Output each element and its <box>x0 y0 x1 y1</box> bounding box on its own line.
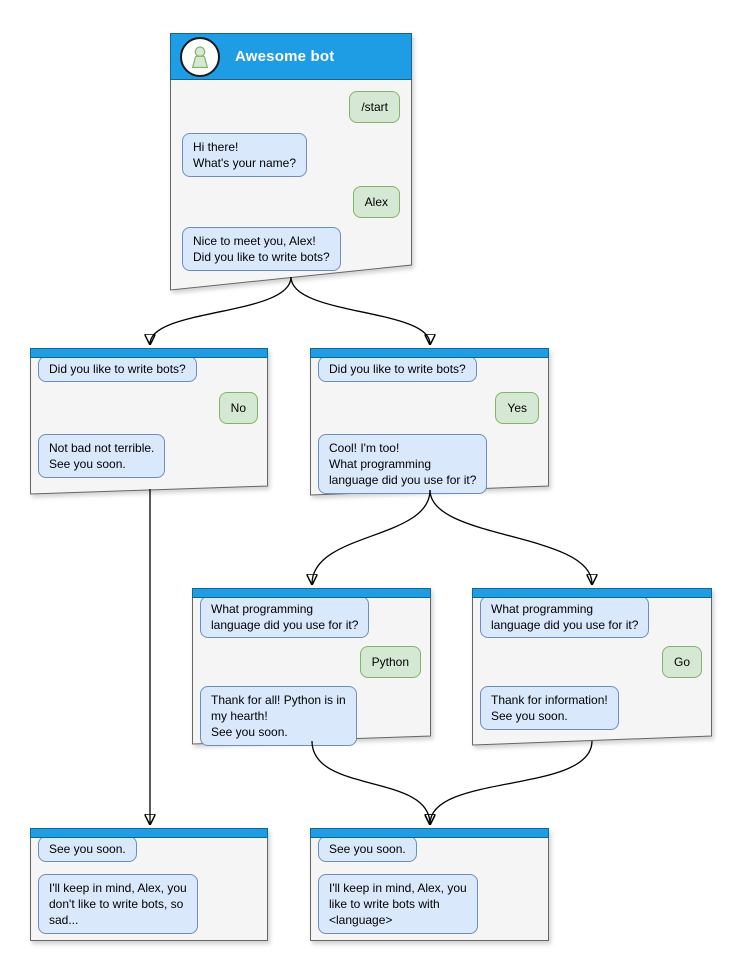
message-list: Did you like to write bots? No Not bad n… <box>30 356 268 478</box>
window-titlebar <box>310 348 549 358</box>
message-question: What programming language did you use fo… <box>200 596 370 638</box>
window-titlebar: Awesome bot <box>170 33 412 80</box>
avatar <box>180 36 220 77</box>
window-titlebar <box>192 588 431 598</box>
arrow-python-to-end <box>311 740 430 824</box>
message-see-you-soon: See you soon. <box>318 836 417 862</box>
message-cool: Cool! I'm too! What programming language… <box>318 434 488 494</box>
chat-window-branch-no: Did you like to write bots? No Not bad n… <box>30 348 268 495</box>
message-list: /start Hi there! What's your name? Alex … <box>170 80 412 271</box>
arrow-yes-to-python <box>312 489 431 584</box>
message-thanks-go: Thank for information! See you soon. <box>480 686 619 730</box>
message-not-bad: Not bad not terrible. See you soon. <box>38 434 166 478</box>
message-list: What programming language did you use fo… <box>192 596 431 746</box>
message-list: Did you like to write bots? Yes Cool! I'… <box>310 356 549 494</box>
message-greeting: Hi there! What's your name? <box>182 133 308 177</box>
message-start-command: /start <box>349 91 400 123</box>
message-keep-in-mind-yes: I'll keep in mind, Alex, you like to wri… <box>318 874 478 934</box>
window-titlebar <box>30 828 268 838</box>
message-name-reply: Alex <box>352 186 400 218</box>
message-list: See you soon. I'll keep in mind, Alex, y… <box>310 836 549 934</box>
chat-window-end-no: See you soon. I'll keep in mind, Alex, y… <box>30 828 268 941</box>
message-keep-in-mind-no: I'll keep in mind, Alex, you don't like … <box>38 874 198 934</box>
window-title: Awesome bot <box>235 48 335 65</box>
message-question: Did you like to write bots? <box>318 356 477 382</box>
window-titlebar <box>30 348 268 358</box>
person-icon <box>192 45 208 68</box>
message-list: See you soon. I'll keep in mind, Alex, y… <box>30 836 268 934</box>
message-thanks-python: Thank for all! Python is in my hearth! S… <box>200 686 357 746</box>
chat-window-branch-yes: Did you like to write bots? Yes Cool! I'… <box>310 348 549 496</box>
arrow-yes-to-go <box>429 489 592 584</box>
message-answer-python: Python <box>359 646 421 678</box>
chat-window-end-yes: See you soon. I'll keep in mind, Alex, y… <box>310 828 549 941</box>
chat-window-main: Awesome bot /start Hi there! What's your… <box>170 33 412 291</box>
message-answer-no: No <box>218 392 258 424</box>
chat-window-python: What programming language did you use fo… <box>192 588 431 746</box>
message-answer-go: Go <box>661 646 702 678</box>
window-titlebar <box>472 588 712 598</box>
message-list: What programming language did you use fo… <box>472 596 712 730</box>
message-nice-to-meet: Nice to meet you, Alex! Did you like to … <box>182 227 341 271</box>
message-question: What programming language did you use fo… <box>480 596 650 638</box>
window-titlebar <box>310 828 549 838</box>
chat-window-go: What programming language did you use fo… <box>472 588 712 746</box>
message-answer-yes: Yes <box>495 392 539 424</box>
arrow-go-to-end <box>430 740 593 824</box>
message-see-you-soon: See you soon. <box>38 836 137 862</box>
message-question: Did you like to write bots? <box>38 356 197 382</box>
